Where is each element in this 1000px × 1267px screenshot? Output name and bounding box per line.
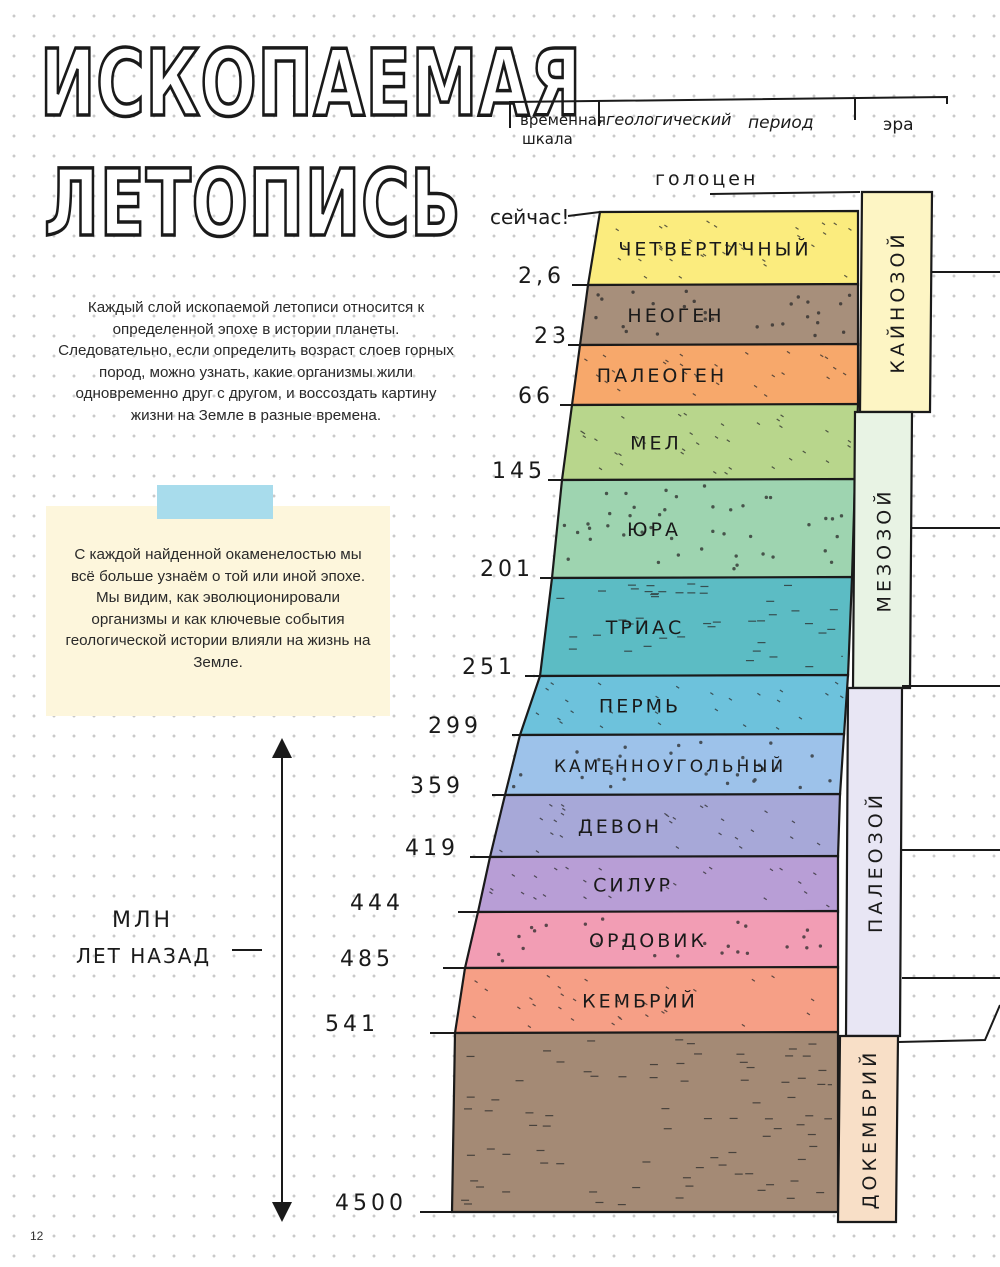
stratum-texture	[594, 289, 852, 338]
axis-label-line2: ЛЕТ НАЗАД	[76, 944, 211, 968]
header-period-word1: геологический	[606, 110, 731, 129]
era-box	[836, 1034, 900, 1224]
period-label: КЕМБРИЙ	[582, 990, 698, 1013]
boundary-age-label: 299	[428, 714, 482, 739]
period-label: ПАЛЕОГЕН	[597, 365, 727, 387]
stratum-texture	[489, 866, 830, 908]
era-label: КАЙНОЗОЙ	[886, 230, 909, 373]
boundary-age-label: 359	[410, 774, 464, 799]
period-label: ПЕРМЬ	[599, 696, 681, 718]
stratum-texture	[511, 740, 832, 790]
boundary-age-label: 444	[350, 891, 404, 916]
tape-strip	[157, 485, 273, 519]
stratum-texture	[497, 917, 823, 963]
stratum-texture	[556, 583, 843, 668]
now-label: сейчас!	[490, 205, 569, 229]
era-box	[858, 190, 934, 414]
intro-paragraph: Каждый слой ископаемой летописи относитс…	[58, 299, 454, 424]
header-era: эра	[883, 115, 914, 135]
boundary-age-label: 23	[534, 324, 570, 349]
period-label: ОРДОВИК	[589, 930, 707, 952]
stratum-texture	[472, 974, 815, 1029]
boundary-age-label: 66	[518, 384, 554, 409]
header-period-word2: период	[748, 113, 814, 133]
boundary-age-label: 2,6	[518, 264, 565, 289]
stratum-texture	[535, 681, 844, 730]
boundary-age-label: 419	[405, 836, 459, 861]
stratum-layer	[550, 477, 857, 580]
stratum-layer	[518, 673, 850, 737]
period-label: ТРИАС	[605, 617, 685, 639]
boundary-age-label: 145	[492, 459, 546, 484]
page-title-line-2: ЛЕТОПИСЬ	[43, 150, 462, 257]
stratum-texture	[580, 412, 852, 475]
sticky-note-text: С каждой найденной окаменелостью мы всё …	[65, 546, 371, 671]
sticky-note	[46, 506, 390, 716]
boundary-age-label: 541	[325, 1012, 379, 1037]
era-box	[851, 410, 914, 690]
stratum-texture	[562, 484, 844, 571]
stratum-layer	[488, 792, 842, 859]
stratum-layer	[450, 1030, 840, 1214]
period-label: НЕОГЕН	[627, 305, 724, 327]
header-time-scale-line1: временная	[520, 111, 606, 129]
holocene-label: голоцен	[655, 168, 758, 190]
page-number: 12	[30, 1229, 44, 1243]
period-label: СИЛУР	[593, 875, 673, 897]
period-label: ДЕВОН	[578, 816, 662, 838]
boundary-age-label: 4500	[335, 1191, 407, 1216]
era-box	[844, 686, 904, 1038]
boundary-age-label: 201	[480, 557, 534, 582]
period-label: ЮРА	[627, 519, 681, 541]
era-label: МЕЗОЗОЙ	[873, 488, 896, 613]
axis-label-line1: МЛН	[112, 908, 173, 933]
stratum-texture	[499, 803, 821, 854]
page-title-line-1: ИСКОПАЕМАЯ	[39, 30, 583, 137]
boundary-age-label: 251	[462, 655, 516, 680]
era-label: ПАЛЕОЗОЙ	[864, 791, 887, 933]
boundary-age-label: 485	[340, 947, 394, 972]
period-label: ЧЕТВЕРТИЧНЫЙ	[618, 238, 811, 261]
stratum-layer	[560, 402, 860, 482]
header-time-scale-line2: шкала	[522, 130, 573, 148]
stratum-texture	[461, 1039, 832, 1206]
stratum-texture	[615, 220, 852, 279]
era-label: ДОКЕМБРИЙ	[858, 1049, 881, 1210]
period-label: МЕЛ	[630, 433, 682, 455]
stratum-layer	[538, 575, 854, 678]
stratum-texture	[584, 350, 847, 398]
period-label: КАМЕННОУГОЛЬНЫЙ	[554, 755, 786, 777]
